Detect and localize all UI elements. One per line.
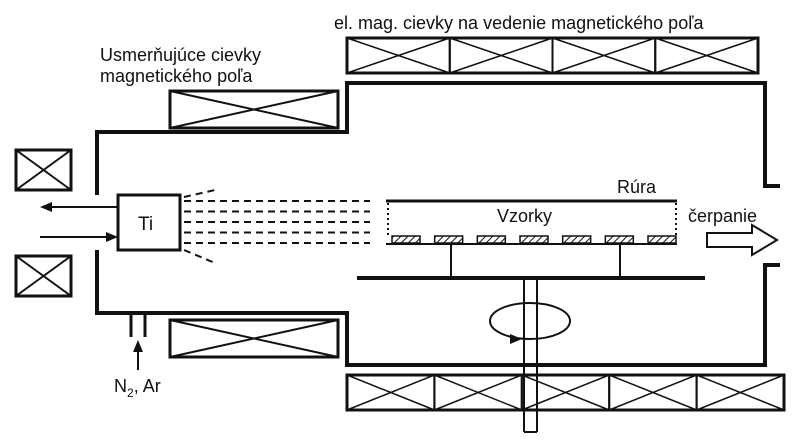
plasma-fan-bottom <box>183 249 216 264</box>
sample-chips <box>391 235 677 244</box>
coolant-in-arrowhead <box>106 232 118 242</box>
titanium-target-label: Ti <box>138 214 153 235</box>
sample-chip-4 <box>519 235 549 244</box>
steering-coil-bottom <box>168 318 340 359</box>
guide-coils-label: el. mag. cievky na vedenie magnetického … <box>334 13 704 33</box>
guide-coils-top <box>345 36 760 75</box>
gas-inlet-label: N2, Ar <box>114 376 161 400</box>
samples-label: Vzorky <box>497 206 552 226</box>
guide-coil-top-1 <box>346 37 451 74</box>
sample-chip-3 <box>476 235 507 244</box>
gas-n: N <box>114 376 127 396</box>
guide-coil-top-3 <box>551 37 657 74</box>
gas-inlet-arrowhead <box>133 340 143 352</box>
guide-coil-top-4 <box>654 37 759 74</box>
plasma-beam <box>183 189 370 264</box>
chamber-wall-bottom <box>95 250 780 367</box>
side-coil-upper <box>14 148 73 192</box>
gas-subscript: 2 <box>127 386 134 400</box>
sample-chip-7 <box>647 235 677 244</box>
sample-chip-1 <box>391 235 421 244</box>
sample-chip-6 <box>604 235 635 244</box>
guide-coil-bottom-2 <box>433 374 523 411</box>
pumping-arrow <box>706 223 779 257</box>
guide-coils-bottom <box>345 373 786 412</box>
guide-coil-top-2 <box>448 37 554 74</box>
guide-coil-bottom-1 <box>346 374 436 411</box>
coolant-out-arrowhead <box>40 202 52 212</box>
pumping-label: čerpanie <box>688 206 757 226</box>
side-coil-lower <box>14 254 73 298</box>
chamber-wall-top <box>95 81 780 195</box>
steering-coils-label-line2: magnetického poľa <box>100 66 253 86</box>
plasma-fan-top <box>183 189 216 198</box>
guide-coil-bottom-4 <box>608 374 698 411</box>
steering-coil-top <box>168 89 340 130</box>
guide-coil-bottom-5 <box>695 374 785 411</box>
guide-coil-bottom-3 <box>520 374 611 411</box>
titanium-target <box>116 193 182 252</box>
rotation-arrowhead <box>510 334 522 344</box>
gas-rest: , Ar <box>134 376 161 396</box>
sample-chip-5 <box>561 235 592 244</box>
sample-chip-2 <box>433 235 464 244</box>
rotation-indicator <box>489 302 571 340</box>
steering-coils-label-line1: Usmerňujúce cievky <box>100 45 261 65</box>
tube-label: Rúra <box>617 177 657 197</box>
